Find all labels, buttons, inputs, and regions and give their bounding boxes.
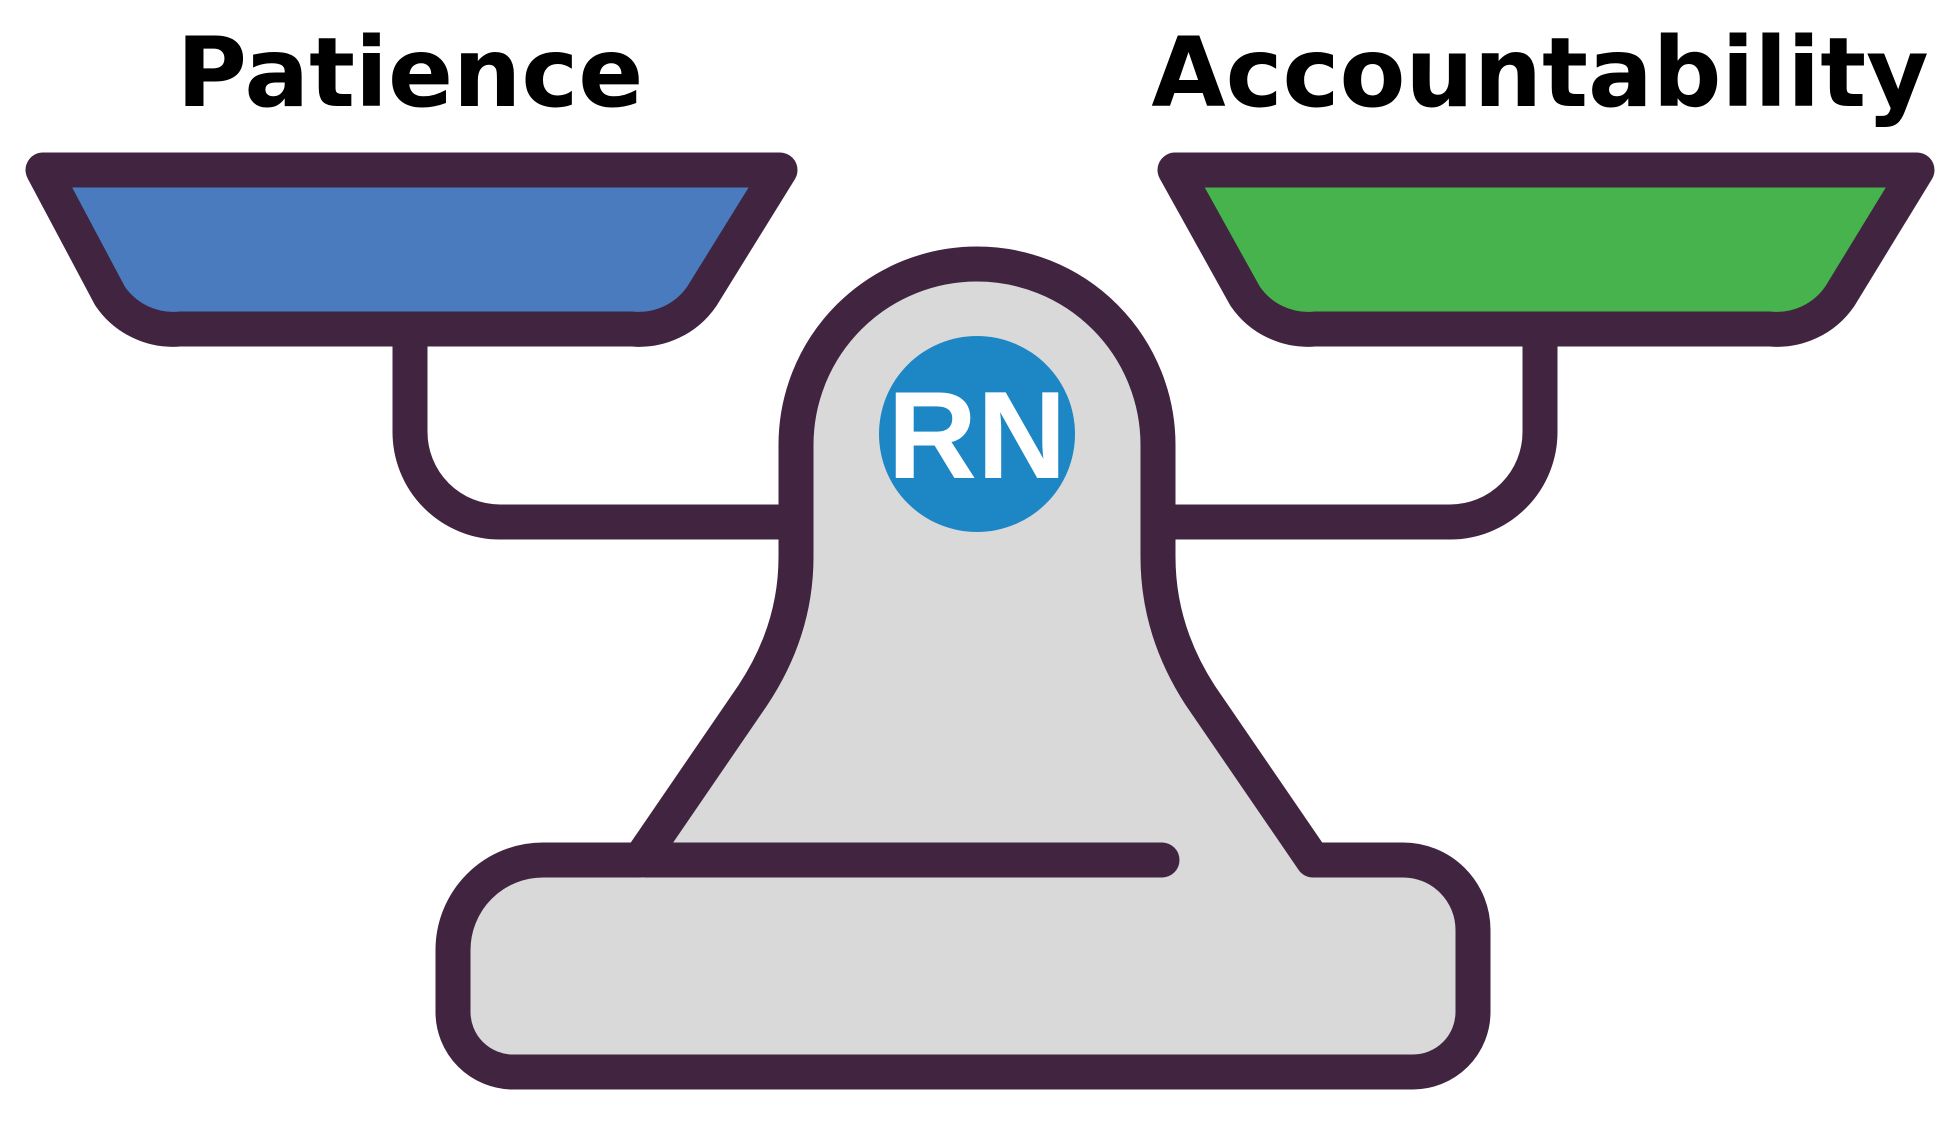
rn-badge-text: RN [887, 367, 1066, 505]
right-pan [1157, 152, 1935, 347]
right-arm [1140, 300, 1558, 540]
left-pan [25, 152, 798, 347]
balance-scale-icon [25, 152, 1935, 1090]
right-pan-label: Accountability [1151, 17, 1928, 129]
rn-badge: RN [879, 336, 1075, 532]
left-pan-label: Patience [177, 17, 644, 129]
rn-badge-circle [879, 336, 1075, 532]
left-arm [392, 300, 814, 540]
